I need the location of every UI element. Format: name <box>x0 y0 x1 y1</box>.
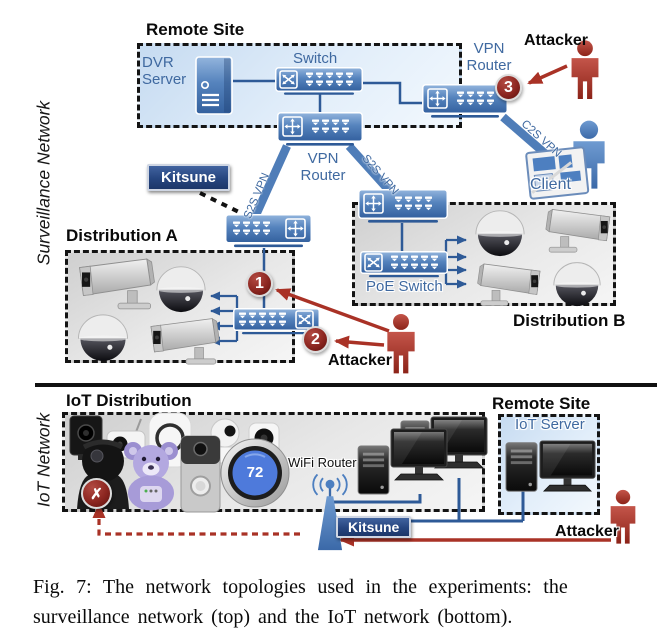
bullet-camera-icon <box>545 209 611 253</box>
surveillance-network-label: Surveillance Network <box>33 100 54 266</box>
bullet-camera-icon <box>477 263 541 307</box>
router-icon-distribution-b <box>358 189 448 223</box>
kitsune-tap-line <box>199 191 244 216</box>
dome-camera-icon <box>156 266 206 313</box>
desktop-tower-icon <box>357 445 390 495</box>
wifi-router-label: WiFi Router <box>288 455 357 470</box>
poe-switch-label: PoE Switch <box>366 278 443 295</box>
thermostat-temperature: 72 <box>246 464 264 481</box>
camera-arrows-b <box>444 235 467 289</box>
caption-line-1: Fig. 7: The network topologies used in t… <box>33 576 568 598</box>
switch-icon-remote <box>275 67 363 95</box>
router-icon-distribution-a <box>225 214 312 248</box>
caption-line-2: surveillance network (top) and the IoT n… <box>33 606 513 628</box>
attacker-label-bottom: Attacker <box>555 523 620 540</box>
vpn-router-icon-central <box>277 112 363 146</box>
iot-distribution-title: IoT Distribution <box>66 391 192 410</box>
dome-camera-icon <box>475 210 525 257</box>
switch-label: Switch <box>293 50 338 67</box>
kitsune-box-top: Kitsune <box>147 164 231 191</box>
bullet-camera-icon <box>150 318 220 365</box>
smart-doorbell-icon <box>180 435 221 513</box>
attack-step-badge-3: 3 <box>495 74 522 101</box>
smart-thermostat-icon <box>220 438 290 508</box>
distribution-a-title: Distribution A <box>66 226 178 245</box>
kitsune-box-bottom: Kitsune <box>336 516 412 538</box>
section-divider <box>35 383 657 387</box>
blocked-device-badge: ✗ <box>81 478 112 509</box>
client-label: Client <box>530 176 571 193</box>
figure-caption: Fig. 7: The network topologies used in t… <box>33 572 639 632</box>
iot-server-label: IoT Server <box>515 416 585 433</box>
iot-network-label: IoT Network <box>33 412 54 508</box>
attack-arrows <box>92 64 611 547</box>
poe-switch-icon <box>360 251 448 278</box>
attack-step-badge-1: 1 <box>246 270 273 297</box>
wifi-router-icon <box>312 474 348 552</box>
dome-camera-icon <box>553 262 601 307</box>
attack-step-badge-2: 2 <box>302 326 329 353</box>
remote-site-title-bottom: Remote Site <box>492 394 591 413</box>
attacker-label-mid: Attacker <box>328 352 393 369</box>
attacker-label-top: Attacker <box>524 32 589 49</box>
remote-site-title-top: Remote Site <box>146 20 245 39</box>
vpn-router-label-central: VPN Router <box>300 150 346 184</box>
dvr-server-label: DVR Server <box>142 54 187 88</box>
dvr-server-icon <box>195 56 233 115</box>
client-laptop-icon <box>525 146 590 200</box>
vpn-router-label-right: VPN Router <box>466 40 512 74</box>
desktop-monitor-icon <box>390 428 448 481</box>
switch-icon-distribution-a <box>233 308 320 335</box>
distribution-b-title: Distribution B <box>513 311 626 330</box>
iot-server-monitor-icon <box>539 440 596 492</box>
dome-camera-icon <box>77 314 129 362</box>
teddy-bear-monitor-icon <box>124 442 178 511</box>
iot-server-tower-icon <box>505 442 538 492</box>
